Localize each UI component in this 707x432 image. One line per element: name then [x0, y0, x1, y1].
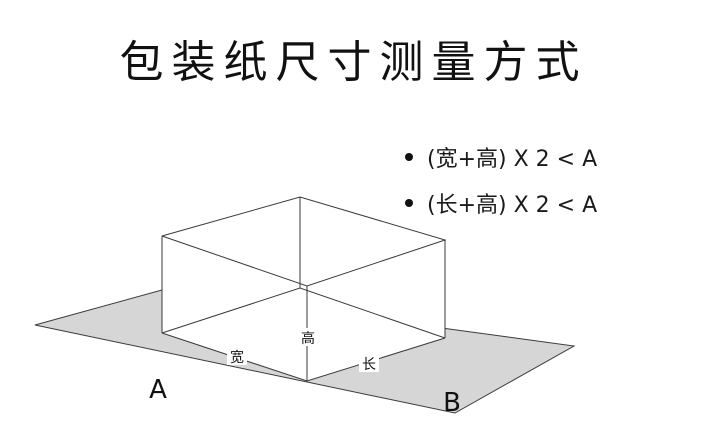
width-label-bg: [227, 347, 247, 365]
height-label: 高: [301, 330, 315, 347]
height-label-bg: [298, 328, 318, 346]
formula-text: (长+高) X 2 < A: [427, 193, 598, 218]
formula-width-height: (宽+高) X 2 < A: [405, 134, 695, 180]
width-label: 宽: [230, 349, 244, 366]
page-title: 包装纸尺寸测量方式: [119, 37, 588, 88]
length-label-bg: [359, 354, 379, 372]
side-a-label: A: [149, 375, 167, 405]
formula-text: (宽+高) X 2 < A: [427, 147, 598, 172]
box-edges: [161, 196, 447, 382]
side-b-label: B: [443, 388, 461, 418]
formula-list: (宽+高) X 2 < A (长+高) X 2 < A: [405, 134, 695, 226]
length-label: 长: [362, 357, 376, 373]
bullet-icon: [405, 199, 413, 207]
formula-length-height: (长+高) X 2 < A: [405, 180, 695, 226]
bullet-icon: [405, 153, 413, 161]
